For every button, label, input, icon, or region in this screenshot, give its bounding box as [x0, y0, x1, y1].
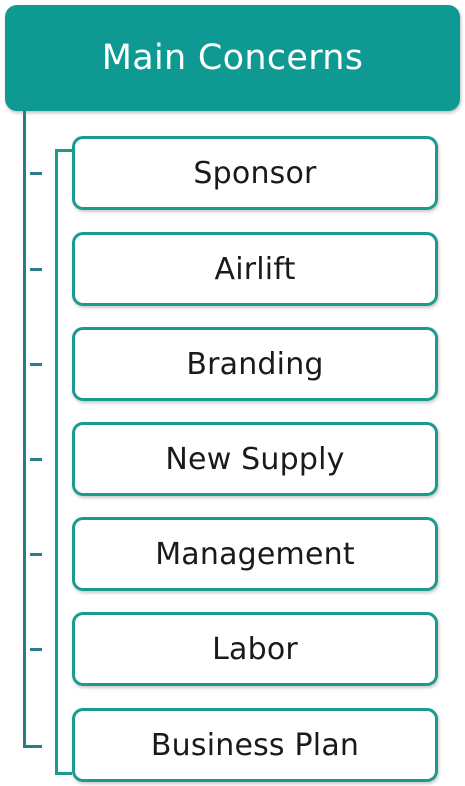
- concern-label: Labor: [212, 631, 298, 667]
- connector-tick: [30, 458, 42, 461]
- concern-item-sponsor: Sponsor: [72, 136, 438, 210]
- items-bracket-bottom: [55, 772, 72, 775]
- main-connector-line: [23, 111, 26, 748]
- concern-label: Sponsor: [193, 155, 317, 191]
- main-concerns-header: Main Concerns: [5, 5, 460, 111]
- concern-item-labor: Labor: [72, 612, 438, 686]
- concern-item-new-supply: New Supply: [72, 422, 438, 496]
- header-title: Main Concerns: [101, 38, 364, 78]
- concern-item-business-plan: Business Plan: [72, 708, 438, 782]
- concern-label: Business Plan: [150, 727, 360, 763]
- main-connector-foot: [23, 745, 42, 748]
- items-bracket-line: [55, 149, 58, 775]
- concern-item-management: Management: [72, 517, 438, 591]
- concern-item-branding: Branding: [72, 327, 438, 401]
- connector-tick: [30, 648, 42, 651]
- items-bracket-top: [55, 149, 72, 152]
- concern-label: Management: [155, 536, 355, 572]
- connector-tick: [30, 172, 42, 175]
- connector-tick: [30, 363, 42, 366]
- connector-tick: [30, 553, 42, 556]
- connector-tick: [30, 268, 42, 271]
- concern-label: Airlift: [214, 251, 296, 287]
- concern-label: New Supply: [165, 441, 345, 477]
- concern-item-airlift: Airlift: [72, 232, 438, 306]
- concern-label: Branding: [186, 346, 324, 382]
